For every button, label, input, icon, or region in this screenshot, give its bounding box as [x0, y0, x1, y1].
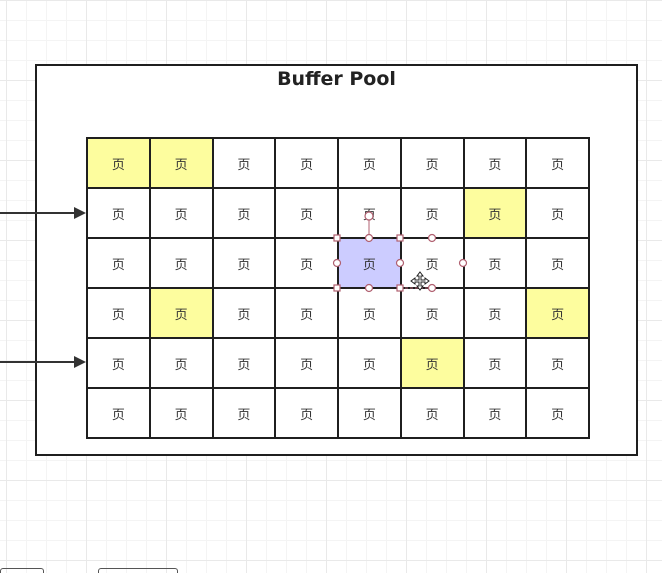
offscreen-shape-right[interactable] [98, 568, 178, 573]
page-cell-r3-c5[interactable]: 页 [339, 239, 402, 289]
page-cell-r5-c4[interactable]: 页 [276, 339, 339, 389]
page-cell-r3-c7[interactable]: 页 [464, 239, 528, 289]
page-cell-r6-c8[interactable]: 页 [527, 389, 590, 439]
page-grid: 页页页页页页页页页页页页页页页页页页页页页页页页页页页页页页页页页页页页页页页页… [86, 137, 590, 439]
page-cell-r3-c4[interactable]: 页 [276, 239, 339, 289]
page-cell-r1-c7[interactable]: 页 [464, 139, 528, 189]
page-cell-r1-c8[interactable]: 页 [527, 139, 590, 189]
page-cell-r3-c6[interactable]: 页 [401, 239, 465, 289]
incoming-arrow-2[interactable] [0, 356, 86, 368]
arrow-head-icon [74, 356, 86, 368]
page-cell-r5-c6[interactable]: 页 [401, 339, 465, 389]
page-cell-r1-c4[interactable]: 页 [276, 139, 339, 189]
page-cell-r2-c3[interactable]: 页 [213, 189, 277, 239]
page-cell-r2-c4[interactable]: 页 [276, 189, 339, 239]
page-cell-r3-c3[interactable]: 页 [213, 239, 277, 289]
page-cell-r3-c2[interactable]: 页 [150, 239, 214, 289]
page-cell-r3-c1[interactable]: 页 [88, 239, 151, 289]
page-cell-r2-c8[interactable]: 页 [527, 189, 590, 239]
page-cell-r4-c4[interactable]: 页 [276, 289, 339, 339]
incoming-arrow-1[interactable] [0, 207, 86, 219]
buffer-pool-title: Buffer Pool [277, 68, 396, 90]
page-cell-r1-c1[interactable]: 页 [88, 139, 151, 189]
page-cell-r5-c2[interactable]: 页 [150, 339, 214, 389]
page-cell-r2-c7[interactable]: 页 [464, 189, 528, 239]
page-cell-r6-c3[interactable]: 页 [213, 389, 277, 439]
page-cell-r6-c4[interactable]: 页 [276, 389, 339, 439]
page-cell-r1-c2[interactable]: 页 [150, 139, 214, 189]
page-cell-r5-c5[interactable]: 页 [339, 339, 402, 389]
page-cell-r4-c7[interactable]: 页 [464, 289, 528, 339]
page-cell-r6-c6[interactable]: 页 [401, 389, 465, 439]
page-cell-r1-c3[interactable]: 页 [213, 139, 277, 189]
page-cell-r2-c2[interactable]: 页 [150, 189, 214, 239]
page-cell-r4-c1[interactable]: 页 [88, 289, 151, 339]
page-cell-r5-c3[interactable]: 页 [213, 339, 277, 389]
page-cell-r6-c7[interactable]: 页 [464, 389, 528, 439]
page-cell-r2-c1[interactable]: 页 [88, 189, 151, 239]
page-cell-r4-c5[interactable]: 页 [339, 289, 402, 339]
page-cell-r5-c1[interactable]: 页 [88, 339, 151, 389]
page-cell-r2-c6[interactable]: 页 [401, 189, 465, 239]
page-cell-r4-c3[interactable]: 页 [213, 289, 277, 339]
page-cell-r1-c5[interactable]: 页 [339, 139, 402, 189]
page-cell-r5-c8[interactable]: 页 [527, 339, 590, 389]
page-cell-r6-c5[interactable]: 页 [339, 389, 402, 439]
arrow-head-icon [74, 207, 86, 219]
page-cell-r4-c2[interactable]: 页 [150, 289, 214, 339]
page-cell-r3-c8[interactable]: 页 [527, 239, 590, 289]
page-cell-r4-c6[interactable]: 页 [401, 289, 465, 339]
page-cell-r1-c6[interactable]: 页 [401, 139, 465, 189]
offscreen-shape-left[interactable] [0, 568, 44, 573]
page-cell-r2-c5[interactable]: 页 [339, 189, 402, 239]
page-cell-r6-c1[interactable]: 页 [88, 389, 151, 439]
page-cell-r5-c7[interactable]: 页 [464, 339, 528, 389]
page-cell-r4-c8[interactable]: 页 [527, 289, 590, 339]
page-cell-r6-c2[interactable]: 页 [150, 389, 214, 439]
